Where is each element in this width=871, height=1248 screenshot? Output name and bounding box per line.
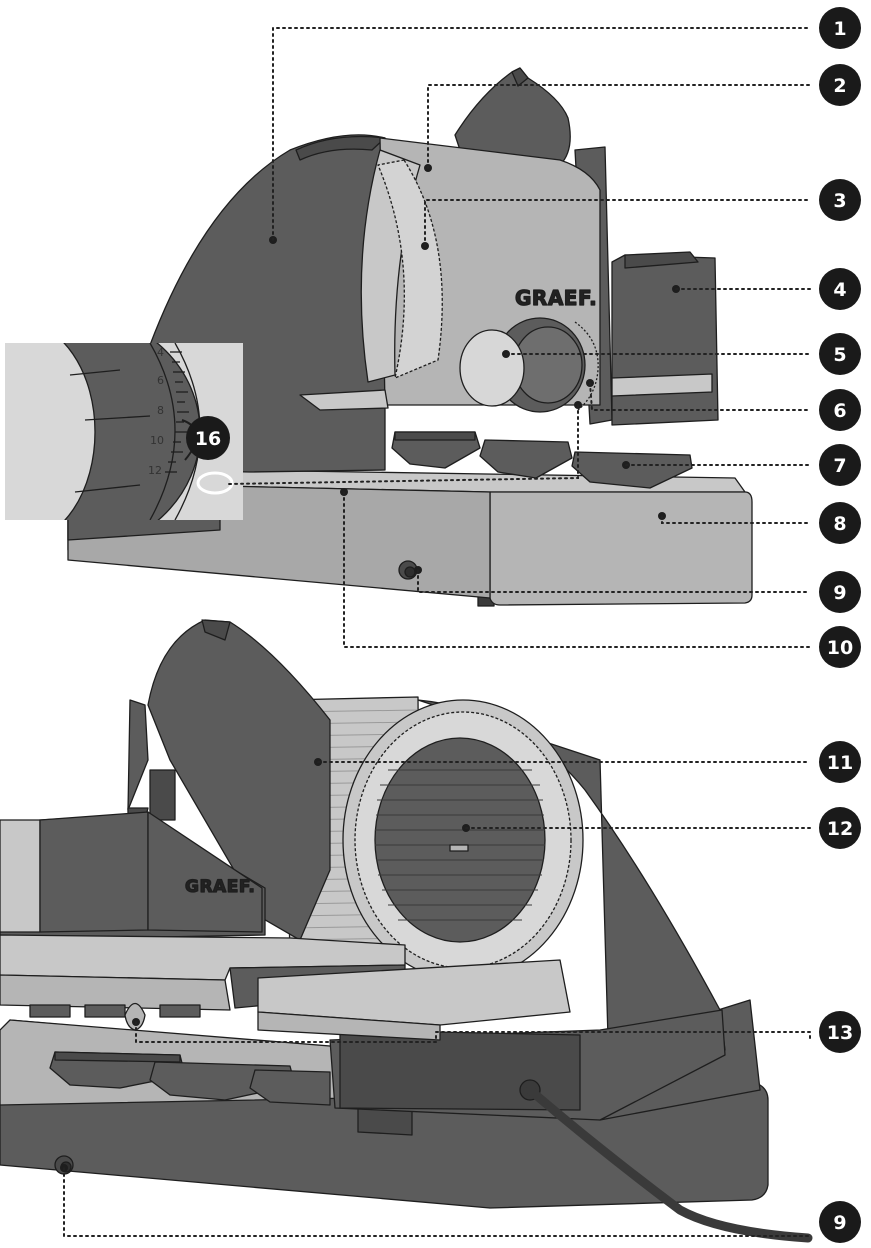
power-button-top — [398, 560, 418, 580]
inset-badge — [186, 416, 230, 460]
svg-text:1: 1 — [833, 18, 846, 40]
callout-12: 12 — [819, 807, 861, 849]
callouts: 1 2 3 4 5 6 7 8 9 10 11 12 13 9 — [819, 7, 861, 1243]
bottom-slicer: GRAEF. — [0, 619, 813, 1243]
svg-text:6: 6 — [833, 400, 846, 422]
callout-9-bottom: 9 — [819, 1201, 861, 1243]
blade — [342, 699, 584, 981]
svg-text:10: 10 — [827, 637, 853, 659]
svg-text:3: 3 — [833, 190, 846, 212]
inset-label-12: 12 — [148, 464, 162, 477]
inset-badge-number: 16 — [195, 428, 221, 450]
callout-3: 3 — [819, 179, 861, 221]
inset-label-8: 8 — [157, 404, 164, 417]
carriage-clamp — [124, 1002, 146, 1031]
carriage-feet — [391, 431, 693, 489]
inset-label-4: 4 — [157, 346, 164, 359]
callout-5: 5 — [819, 333, 861, 375]
inset-highlight-ring — [196, 471, 234, 495]
power-cord — [519, 1079, 813, 1243]
svg-text:7: 7 — [833, 455, 846, 477]
svg-text:11: 11 — [827, 752, 853, 774]
callout-4: 4 — [819, 268, 861, 310]
bottom-carriage: GRAEF. — [0, 807, 571, 1041]
scale-inset: 4 6 8 10 12 16 — [5, 343, 243, 520]
bottom-food-pusher — [127, 619, 331, 941]
svg-text:5: 5 — [833, 344, 846, 366]
top-slicer: GRAEF. — [67, 67, 753, 607]
callout-13: 13 — [819, 1011, 861, 1053]
inset-scale-ticks — [165, 351, 189, 473]
callout-6: 6 — [819, 389, 861, 431]
svg-text:2: 2 — [833, 75, 846, 97]
svg-text:12: 12 — [827, 818, 853, 840]
callout-11: 11 — [819, 741, 861, 783]
carriage-underside — [29, 1004, 201, 1018]
svg-text:9: 9 — [833, 1212, 846, 1234]
svg-text:13: 13 — [827, 1022, 853, 1044]
svg-text:9: 9 — [833, 582, 846, 604]
food-pusher — [454, 67, 571, 166]
top-brand-logo: GRAEF. — [515, 286, 597, 310]
inset-label-10: 10 — [150, 434, 164, 447]
callout-7: 7 — [819, 444, 861, 486]
callout-10: 10 — [819, 626, 861, 668]
callout-2: 2 — [819, 64, 861, 106]
thickness-knob — [459, 317, 599, 413]
leader-lines — [63, 27, 811, 1237]
bottom-brand-logo: GRAEF. — [185, 877, 255, 897]
inset-label-6: 6 — [157, 374, 164, 387]
callout-1: 1 — [819, 7, 861, 49]
bottom-feet — [49, 1051, 331, 1106]
svg-text:4: 4 — [833, 279, 846, 301]
callout-8: 8 — [819, 502, 861, 544]
svg-text:8: 8 — [833, 513, 846, 535]
callout-9: 9 — [819, 571, 861, 613]
